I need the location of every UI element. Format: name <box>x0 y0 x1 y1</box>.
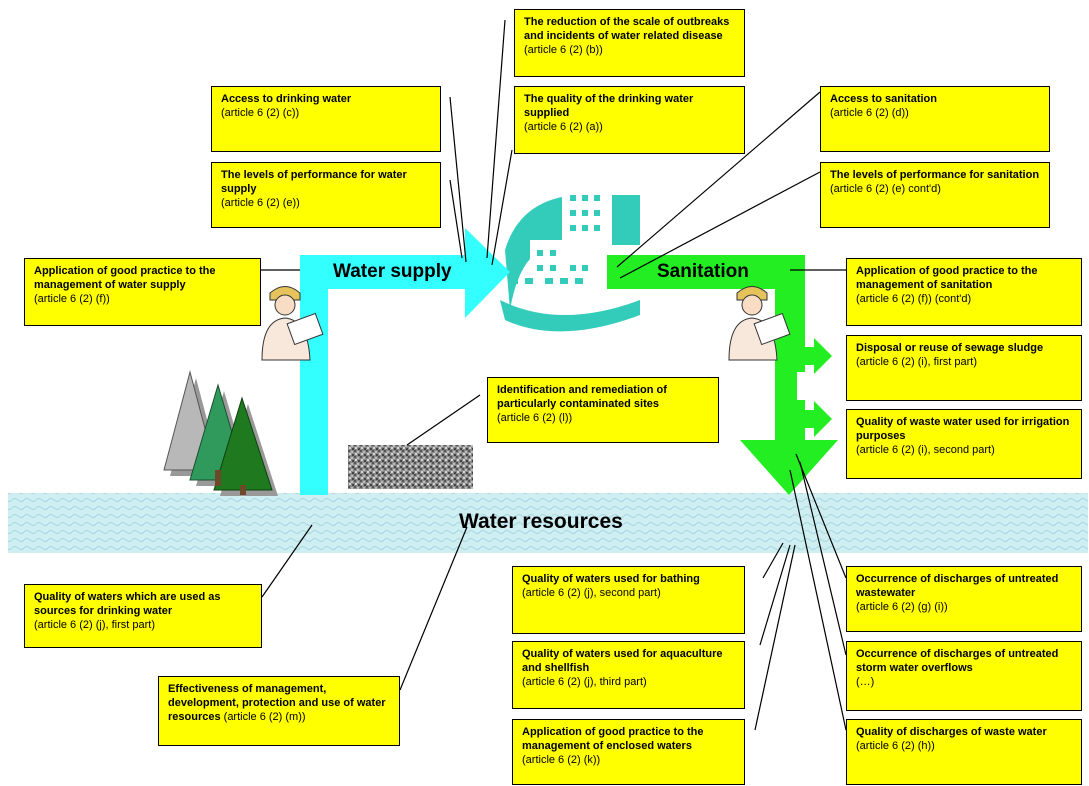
box-ref: (article 6 (2) (k)) <box>522 754 601 766</box>
box-title: Access to drinking water <box>221 93 352 105</box>
box-ref: (article 6 (2) (f)) <box>34 293 110 305</box>
box-ref: (article 6 (2) (i), first part) <box>856 356 978 368</box>
water-resources-label: Water resources <box>459 510 623 533</box>
city-buildings-icon <box>500 185 640 332</box>
box-waste-water-discharges: Quality of discharges of waste water (art… <box>846 719 1082 785</box>
box-ref: (article 6 (2) (j), third part) <box>522 676 647 688</box>
box-storm-overflows: Occurrence of discharges of untreated st… <box>846 641 1082 711</box>
box-ref: (article 6 (2) (c)) <box>221 107 300 119</box>
box-title: Application of good practice to the mana… <box>522 726 704 752</box>
box-effectiveness-management: Effectiveness of management, development… <box>158 676 400 746</box>
box-title: Occurrence of discharges of untreated st… <box>856 648 1059 674</box>
box-title: The levels of performance for sanitation <box>830 169 1040 181</box>
box-ref: (article 6 (2) (b)) <box>524 44 603 56</box>
box-good-practice-water-supply: Application of good practice to the mana… <box>24 258 261 326</box>
sanitation-gap <box>797 372 809 400</box>
box-title: Quality of waters used for bathing <box>522 573 700 585</box>
box-ref: (article 6 (2) (j), second part) <box>522 587 661 599</box>
box-ref: (article 6 (2) (f)) (cont'd) <box>856 293 972 305</box>
box-good-practice-sanitation: Application of good practice to the mana… <box>846 258 1082 326</box>
box-title: Quality of waters which are used as sour… <box>34 591 221 617</box>
box-title: The reduction of the scale of outbreaks … <box>524 16 730 42</box>
water-resources-band <box>8 493 1088 553</box>
box-access-drinking: Access to drinking water (article 6 (2) (… <box>211 86 441 152</box>
engineer-right-icon <box>728 286 791 361</box>
box-ref: (…) <box>856 676 875 688</box>
box-ref: (article 6 (2) (a)) <box>524 121 603 133</box>
box-title: Access to sanitation <box>830 93 937 105</box>
contaminated-ground-icon <box>348 445 473 489</box>
connector-lines <box>261 19 847 731</box>
water-supply-label: Water supply <box>333 261 452 282</box>
box-contaminated-sites: Identification and remediation of partic… <box>487 377 719 443</box>
box-title: The levels of performance for water supp… <box>221 169 407 195</box>
box-ref: (article 6 (2) (i), second part) <box>856 444 995 456</box>
box-title: Quality of waste water used for irrigati… <box>856 416 1070 442</box>
box-title: Occurrence of discharges of untreated wa… <box>856 573 1059 599</box>
box-ref: (article 6 (2) (d)) <box>830 107 909 119</box>
water-supply-arrow <box>300 228 510 495</box>
box-sources-drinking-water: Quality of waters which are used as sour… <box>24 584 262 648</box>
box-reduction: The reduction of the scale of outbreaks … <box>514 9 745 77</box>
box-title: Disposal or reuse of sewage sludge <box>856 342 1044 354</box>
box-enclosed-waters: Application of good practice to the mana… <box>512 719 745 785</box>
box-title: Quality of waters used for aquaculture a… <box>522 648 723 674</box>
box-performance-sanitation: The levels of performance for sanitation… <box>820 162 1050 228</box>
box-irrigation: Quality of waste water used for irrigati… <box>846 409 1082 479</box>
box-performance-water-supply: The levels of performance for water supp… <box>211 162 441 228</box>
box-ref: (article 6 (2) (g) (i)) <box>856 601 948 613</box>
box-sewage-sludge: Disposal or reuse of sewage sludge (artic… <box>846 335 1082 401</box>
pine-trees-icon <box>163 370 278 496</box>
box-title: Application of good practice to the mana… <box>34 265 216 291</box>
box-bathing-waters: Quality of waters used for bathing (artic… <box>512 566 745 634</box>
sanitation-label: Sanitation <box>657 261 749 282</box>
box-title: The quality of the drinking water suppli… <box>524 93 694 119</box>
box-ref: (article 6 (2) (j), first part) <box>34 619 156 631</box>
box-title: Application of good practice to the mana… <box>856 265 1038 291</box>
box-ref: (article 6 (2) (h)) <box>856 740 935 752</box>
box-discharges-untreated: Occurrence of discharges of untreated wa… <box>846 566 1082 632</box>
box-title: Effectiveness of management, development… <box>168 683 386 723</box>
box-ref: (article 6 (2) (m)) <box>223 711 306 723</box>
box-quality-drinking: The quality of the drinking water suppli… <box>514 86 745 154</box>
box-ref: (article 6 (2) (l)) <box>497 412 573 424</box>
box-aquaculture: Quality of waters used for aquaculture a… <box>512 641 745 709</box>
engineer-left-icon <box>261 286 324 361</box>
box-title: Identification and remediation of partic… <box>497 384 667 410</box>
box-access-sanitation: Access to sanitation (article 6 (2) (d)) <box>820 86 1050 152</box>
box-ref: (article 6 (2) (e)) <box>221 197 300 209</box>
box-ref: (article 6 (2) (e) cont'd) <box>830 183 941 195</box>
box-title: Quality of discharges of waste water <box>856 726 1047 738</box>
sanitation-arrow <box>607 255 838 495</box>
